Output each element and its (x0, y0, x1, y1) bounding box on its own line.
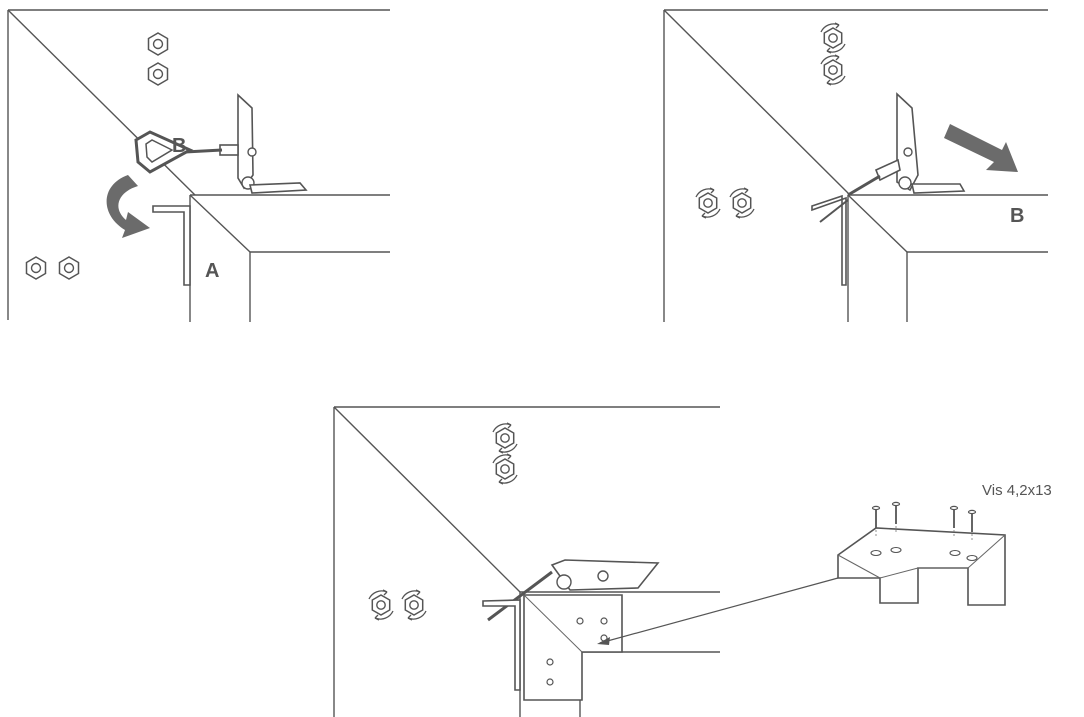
rotating-hex-nut-icon (729, 187, 755, 219)
corner-clamp (184, 93, 308, 194)
wing-nut-handle (134, 130, 194, 174)
rotating-hex-nut-icon (492, 453, 518, 485)
pointer-arrow (597, 577, 839, 645)
hex-nut-icon (147, 62, 169, 86)
rotating-hex-nut-icon (695, 187, 721, 219)
label-b: B (1010, 205, 1024, 227)
screw-spec-label: Vis 4,2x13 (982, 482, 1052, 499)
allen-key-icon (811, 194, 849, 286)
rotating-hex-nut-icon (820, 54, 846, 86)
bracket-detail (837, 527, 1006, 606)
step-panel-2: B (663, 9, 1048, 322)
allen-key-icon (482, 599, 521, 691)
label-b: B (172, 135, 186, 157)
direction-arrow-icon (944, 124, 1018, 172)
hex-nut-icon (58, 256, 80, 280)
rotating-hex-nut-icon (492, 422, 518, 454)
allen-key-icon (152, 205, 191, 286)
label-a: A (205, 260, 219, 282)
corner-clamp (487, 559, 660, 622)
hex-nut-icon (25, 256, 47, 280)
rotating-hex-nut-icon (368, 589, 394, 621)
step-panel-3 (333, 406, 720, 717)
curved-arrow-icon (106, 175, 150, 238)
rotating-hex-nut-icon (401, 589, 427, 621)
corner-bracket-plate (523, 594, 623, 701)
hex-nut-icon (147, 32, 169, 56)
rotating-hex-nut-icon (820, 22, 846, 54)
corner-clamp (847, 92, 966, 197)
step-panel-1: B A (7, 9, 390, 322)
